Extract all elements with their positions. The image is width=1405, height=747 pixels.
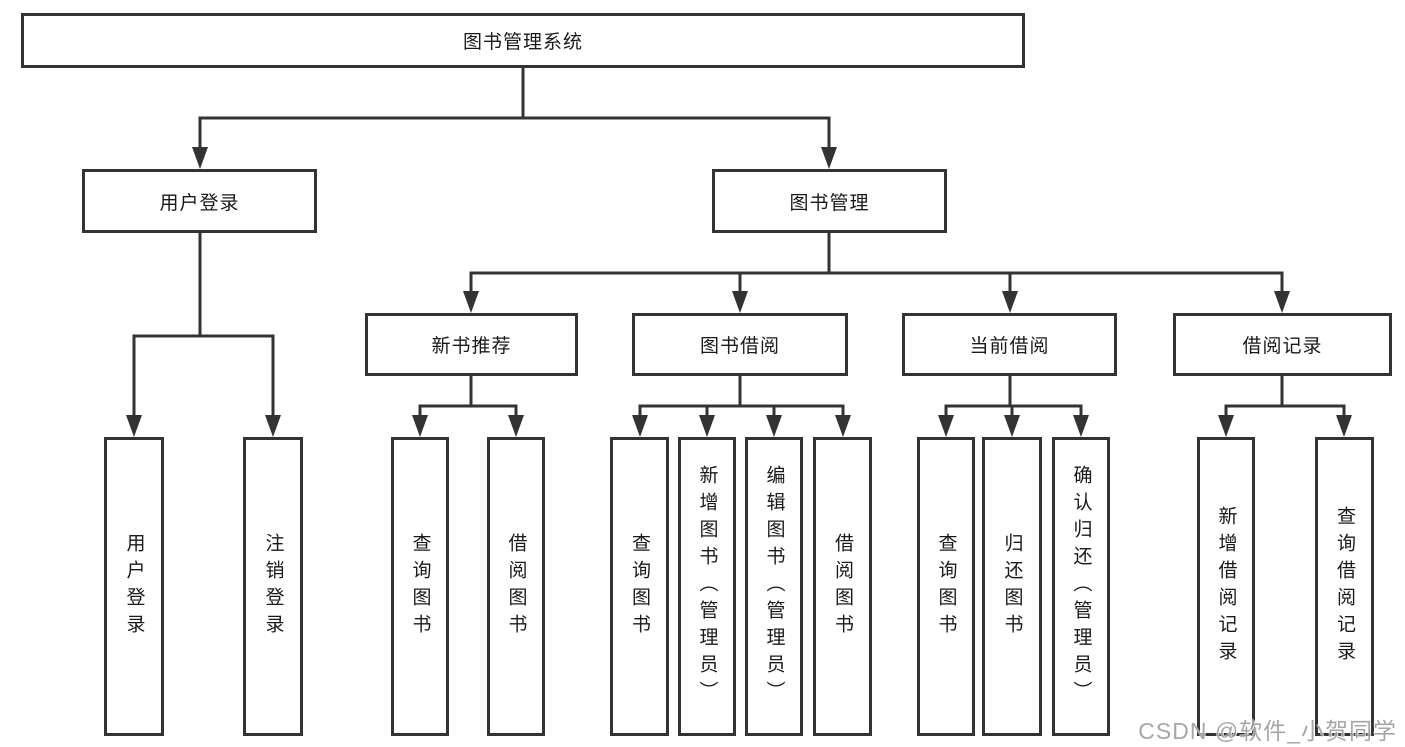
- node-label: 查询图书: [629, 532, 650, 641]
- node-label: 新增借阅记录: [1215, 505, 1237, 668]
- node-label: 查询图书: [935, 532, 957, 641]
- node-borrow-records: 借阅记录: [1173, 313, 1392, 376]
- leaf-edit-books-admin: 编辑图书（管理员）: [745, 437, 803, 736]
- node-label: 图书借阅: [699, 336, 780, 357]
- leaf-return-books: 归还图书: [982, 437, 1042, 736]
- node-label: 查询借阅记录: [1334, 505, 1355, 668]
- node-label: 注销登录: [262, 532, 284, 641]
- leaf-query-books-borrow: 查询图书: [610, 437, 669, 736]
- node-label: 借阅记录: [1242, 336, 1323, 357]
- node-label: 新增图书（管理员）: [696, 465, 718, 708]
- node-book-borrow: 图书借阅: [632, 313, 848, 376]
- leaf-borrow-books: 借阅图书: [813, 437, 872, 736]
- node-user-login: 用户登录: [82, 169, 317, 233]
- leaf-borrow-books-recommend: 借阅图书: [487, 437, 545, 736]
- leaf-add-borrow-record: 新增借阅记录: [1197, 437, 1255, 736]
- node-label: 新书推荐: [431, 336, 512, 357]
- node-library-system: 图书管理系统: [21, 13, 1025, 68]
- node-label: 归还图书: [1001, 532, 1023, 641]
- node-label: 借阅图书: [505, 532, 527, 641]
- node-label: 用户登录: [159, 192, 240, 214]
- leaf-query-books-current: 查询图书: [917, 437, 975, 736]
- node-book-management: 图书管理: [712, 169, 947, 233]
- node-label: 查询图书: [409, 532, 431, 641]
- node-label: 借阅图书: [832, 532, 853, 641]
- leaf-confirm-return-admin: 确认归还（管理员）: [1052, 437, 1110, 736]
- node-label: 确认归还（管理员）: [1070, 465, 1092, 708]
- node-new-book-recommend: 新书推荐: [365, 313, 578, 376]
- node-label: 用户登录: [123, 532, 145, 641]
- leaf-query-books-recommend: 查询图书: [391, 437, 449, 736]
- leaf-query-borrow-record: 查询借阅记录: [1315, 437, 1374, 736]
- leaf-add-books-admin: 新增图书（管理员）: [678, 437, 736, 736]
- node-current-borrow: 当前借阅: [902, 313, 1117, 376]
- arrowheads: [126, 147, 1352, 437]
- leaf-user-login: 用户登录: [104, 437, 164, 736]
- csdn-watermark: CSDN @软件_小贺同学: [1138, 718, 1397, 744]
- node-label: 图书管理系统: [462, 32, 583, 53]
- leaf-logout: 注销登录: [243, 437, 303, 736]
- node-label: 编辑图书（管理员）: [763, 465, 785, 708]
- node-label: 图书管理: [789, 192, 870, 214]
- node-label: 当前借阅: [969, 336, 1050, 357]
